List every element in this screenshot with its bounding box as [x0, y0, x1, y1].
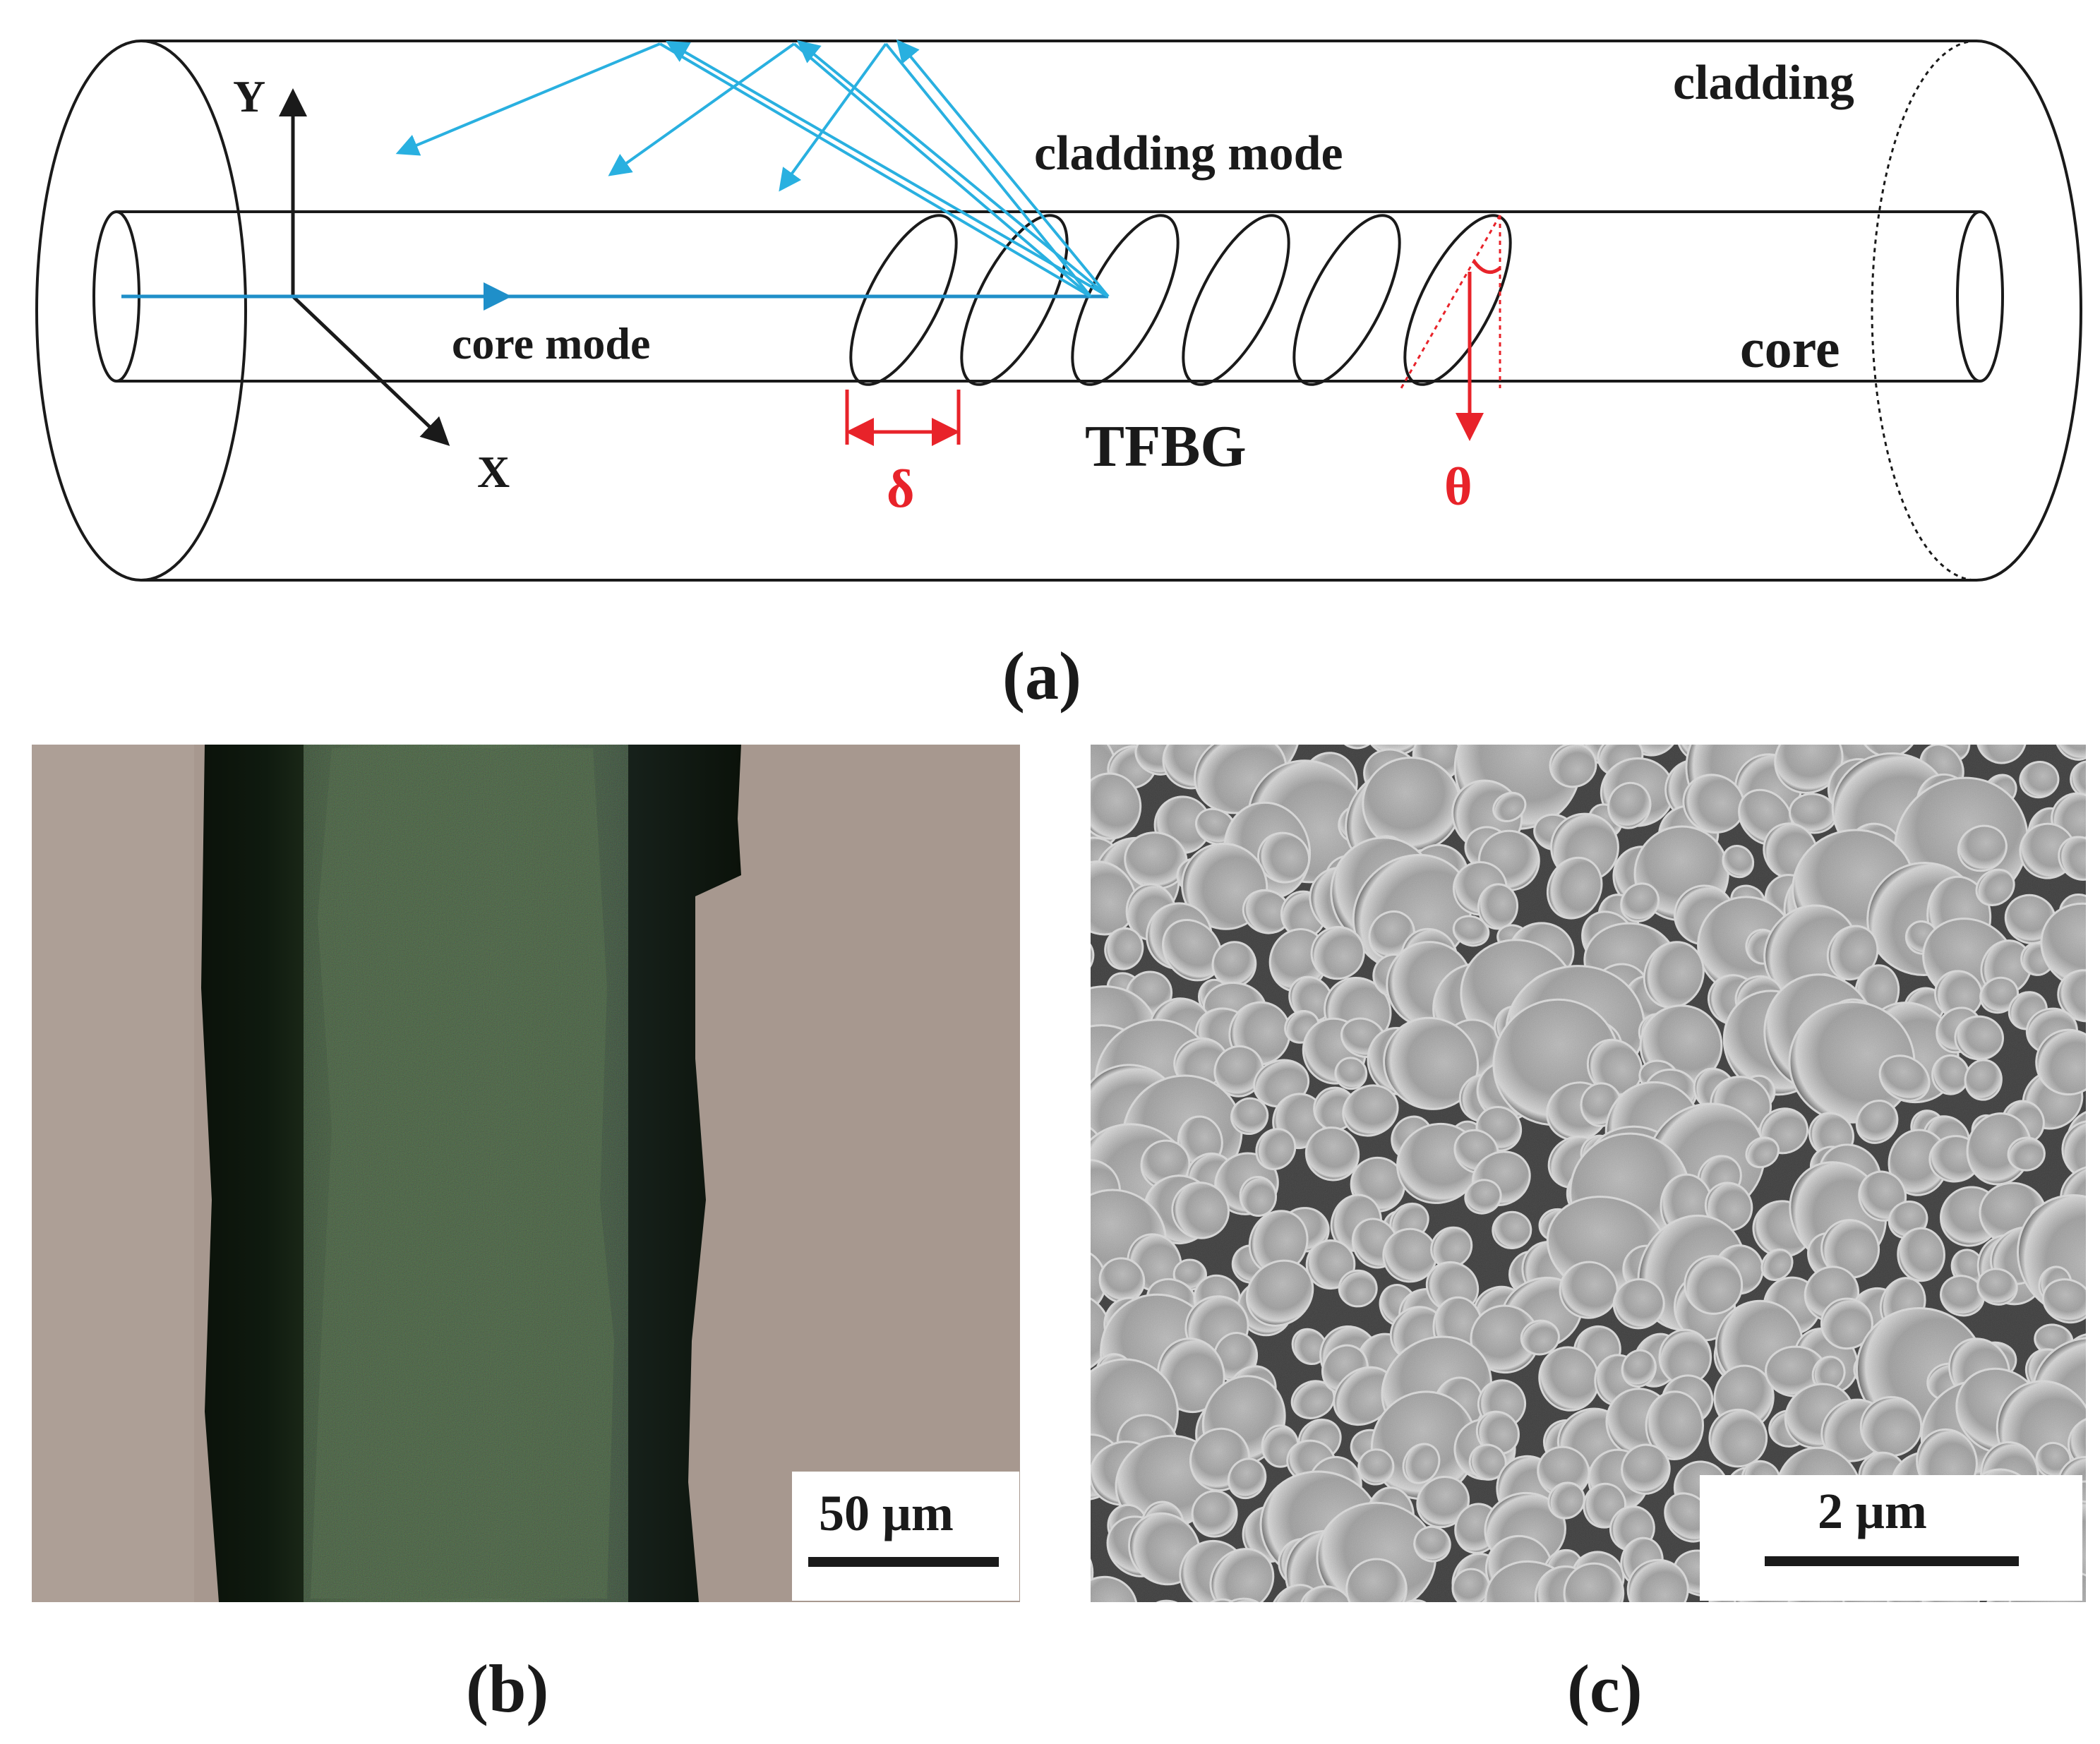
x-axis-label: X [477, 447, 510, 497]
sem-grain [1484, 695, 1525, 737]
panel-c-scale-bar: 2 μm [1700, 1475, 2082, 1601]
panel-a-caption: (a) [1002, 638, 1081, 714]
delta-period-marker [845, 390, 961, 446]
cladding-mode-label: cladding mode [1034, 126, 1343, 181]
cladding-ray [884, 42, 1092, 298]
scale-bar-text: 2 μm [1818, 1483, 1927, 1539]
scale-bar-box [1700, 1475, 2082, 1601]
fiber-grain-texture [304, 745, 628, 1602]
panel-a-diagram [35, 40, 2082, 582]
reflected-ray [608, 42, 796, 176]
x-axis-arrow [292, 295, 450, 446]
theta-dotted-line [1400, 215, 1501, 389]
sem-grain [1030, 1493, 1093, 1553]
panel-b-micrograph [32, 745, 1020, 1602]
core-label: core [1740, 318, 1840, 379]
sem-grain [1397, 681, 1463, 747]
panel-b-scale-bar: 50 μm [792, 1472, 1019, 1601]
scale-bar-line [808, 1557, 999, 1567]
tfbg-label: TFBG [1085, 414, 1247, 479]
sem-noise-overlay [1091, 745, 2086, 1602]
sem-grain [1022, 967, 1095, 1041]
panel-a-labels: Y X cladding cladding mode core mode cor… [233, 56, 1854, 714]
reflected-ray [779, 42, 887, 192]
cladding-left-end [35, 40, 247, 582]
sem-grain [1218, 1597, 1269, 1602]
sem-grain [1149, 692, 1201, 744]
cladding-ray [896, 39, 1110, 298]
scale-bar-text: 50 μm [819, 1485, 954, 1541]
coordinate-axes [279, 88, 450, 446]
scale-bar-box [792, 1472, 1019, 1601]
reflected-ray [395, 42, 661, 156]
cladding-right-end-front [1976, 40, 2082, 582]
sem-grain [2023, 693, 2070, 738]
panel-b-caption: (b) [466, 1651, 548, 1726]
theta-arc [1472, 260, 1501, 275]
core-mode-label: core mode [452, 318, 650, 368]
grating-plane [960, 214, 1069, 386]
sem-grain [1672, 1604, 1710, 1642]
sem-grain [1199, 1598, 1246, 1602]
sem-grain [1288, 696, 1328, 740]
panel-c-caption: (c) [1567, 1651, 1643, 1726]
cladding-ray [659, 42, 1092, 298]
panel-c-sem-image [1022, 681, 2086, 1642]
tfbg-grating-planes [849, 214, 1512, 386]
cladding-right-end-back [1871, 40, 1977, 582]
delta-symbol: δ [887, 459, 914, 519]
cladding-label: cladding [1673, 56, 1854, 110]
y-axis-label: Y [233, 71, 265, 121]
theta-symbol: θ [1444, 457, 1472, 517]
cladding-ray [793, 42, 1092, 298]
left-bright-strip [32, 745, 194, 1602]
grating-plane [1403, 214, 1512, 386]
cladding-ray [666, 40, 1110, 298]
sem-grain [1024, 1028, 1097, 1104]
scale-bar-line [1765, 1556, 2019, 1566]
grating-plane [1182, 214, 1290, 386]
sem-grain [1522, 687, 1587, 752]
sem-grain [1031, 1568, 1096, 1634]
grating-plane [1292, 214, 1401, 386]
cladding-mode-rays [395, 39, 1110, 298]
sem-grain [1047, 1352, 1093, 1401]
core-right-end [1956, 210, 2004, 383]
grating-plane [849, 214, 958, 386]
theta-angle-construction [1400, 215, 1501, 441]
grating-plane [1071, 214, 1180, 386]
